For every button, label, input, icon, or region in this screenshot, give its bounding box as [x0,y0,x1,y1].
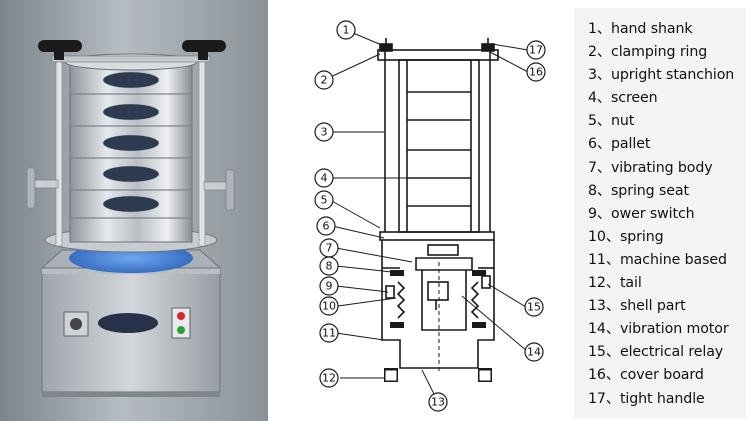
legend-item: 12、tail [588,275,642,292]
legend-item: 13、shell part [588,298,686,315]
machine-photo [0,0,268,421]
callout-3: 3 [321,126,328,139]
callout-17: 17 [529,44,543,57]
legend-item: 1、hand shank [588,21,693,37]
nameplate-icon [98,313,158,333]
callout-13: 13 [431,396,445,409]
legend-item: 5、nut [588,113,635,130]
legend-item: 11、machine based [588,251,727,268]
legend-item: 10、spring [588,228,664,245]
legend-item: 4、screen [588,90,658,107]
structure-diagram: 1 2 3 4 5 6 7 8 9 10 11 12 13 14 15 16 1… [314,20,546,412]
callout-15: 15 [527,301,541,314]
legend-item: 9、ower switch [588,205,695,222]
legend-item: 7、vibrating body [588,159,713,176]
callout-9: 9 [326,280,333,293]
callout-16: 16 [529,66,543,79]
callout-5: 5 [321,194,328,207]
legend-item: 14、vibration motor [588,321,729,338]
indicator-lights-icon [171,307,191,339]
callout-14: 14 [527,346,541,359]
legend-item: 3、upright stanchion [588,67,735,84]
parts-list: 1、hand shank 2、clamping ring 3、upright s… [574,8,746,411]
callout-7: 7 [326,242,333,255]
callout-4: 4 [321,172,328,185]
callout-11: 11 [322,327,336,340]
callout-10: 10 [322,300,336,313]
legend-item: 8、spring seat [588,182,689,199]
legend-item: 16、cover board [588,367,704,384]
callout-12: 12 [322,372,336,385]
callout-2: 2 [321,74,328,87]
callout-circle [336,20,356,40]
callout-6: 6 [323,220,330,233]
legend-item: 2、clamping ring [588,44,708,61]
legend-item: 17、tight handle [588,390,705,407]
legend-item: 6、pallet [588,136,651,153]
callout-1: 1 [343,24,350,37]
legend-item: 15、electrical relay [588,344,724,361]
callout-8: 8 [326,260,333,273]
parts-legend: 1、hand shank 2、clamping ring 3、upright s… [574,8,746,418]
